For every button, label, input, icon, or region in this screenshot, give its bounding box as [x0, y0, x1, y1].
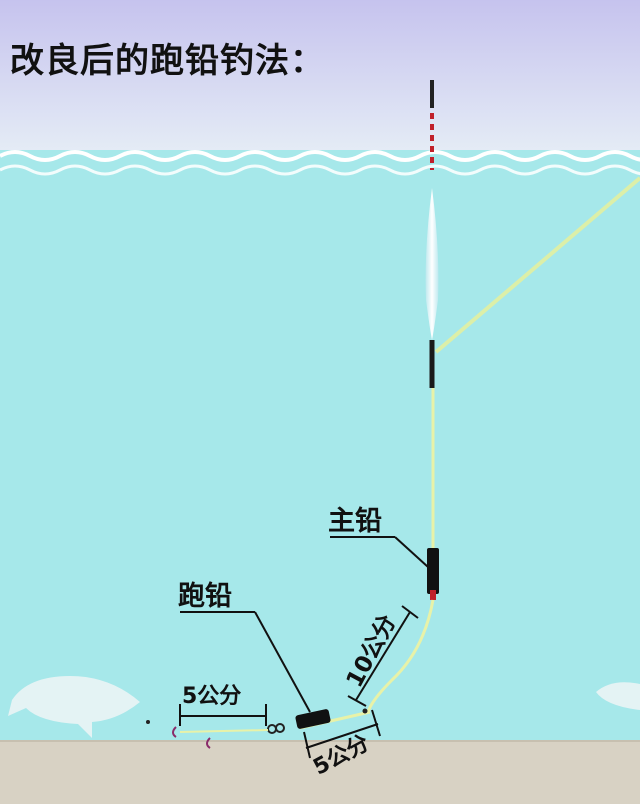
swivel — [267, 724, 277, 734]
fish-left — [8, 676, 140, 738]
water-surface-waves — [0, 150, 640, 176]
fish-right — [596, 682, 640, 710]
hook-left — [172, 726, 177, 738]
hook-right — [206, 737, 211, 749]
diagram-title: 改良后的跑铅钓法： — [10, 41, 325, 81]
sky — [0, 0, 640, 160]
running-sinker-label: 跑铅 — [178, 581, 232, 612]
bait-dot — [146, 720, 150, 724]
main-sinker-leader — [394, 536, 429, 568]
main-sinker — [427, 548, 439, 594]
float — [425, 80, 439, 388]
dimension-5cm-left — [179, 704, 267, 726]
bait-dot — [362, 708, 368, 714]
dimension-5cm-bottom — [303, 709, 381, 759]
running-sinker — [295, 709, 331, 729]
running-sinker-leader — [254, 611, 311, 713]
rod-line — [434, 176, 640, 354]
float-body — [425, 188, 439, 340]
water — [0, 150, 640, 745]
hook-link — [179, 729, 269, 733]
hook-link-length-label: 5公分 — [182, 684, 242, 709]
leader-line — [366, 599, 435, 713]
main-sinker-highlight — [430, 590, 436, 600]
main-sinker-label: 主铅 — [328, 506, 382, 537]
seabed — [0, 740, 640, 804]
dimension-10cm — [347, 605, 419, 707]
